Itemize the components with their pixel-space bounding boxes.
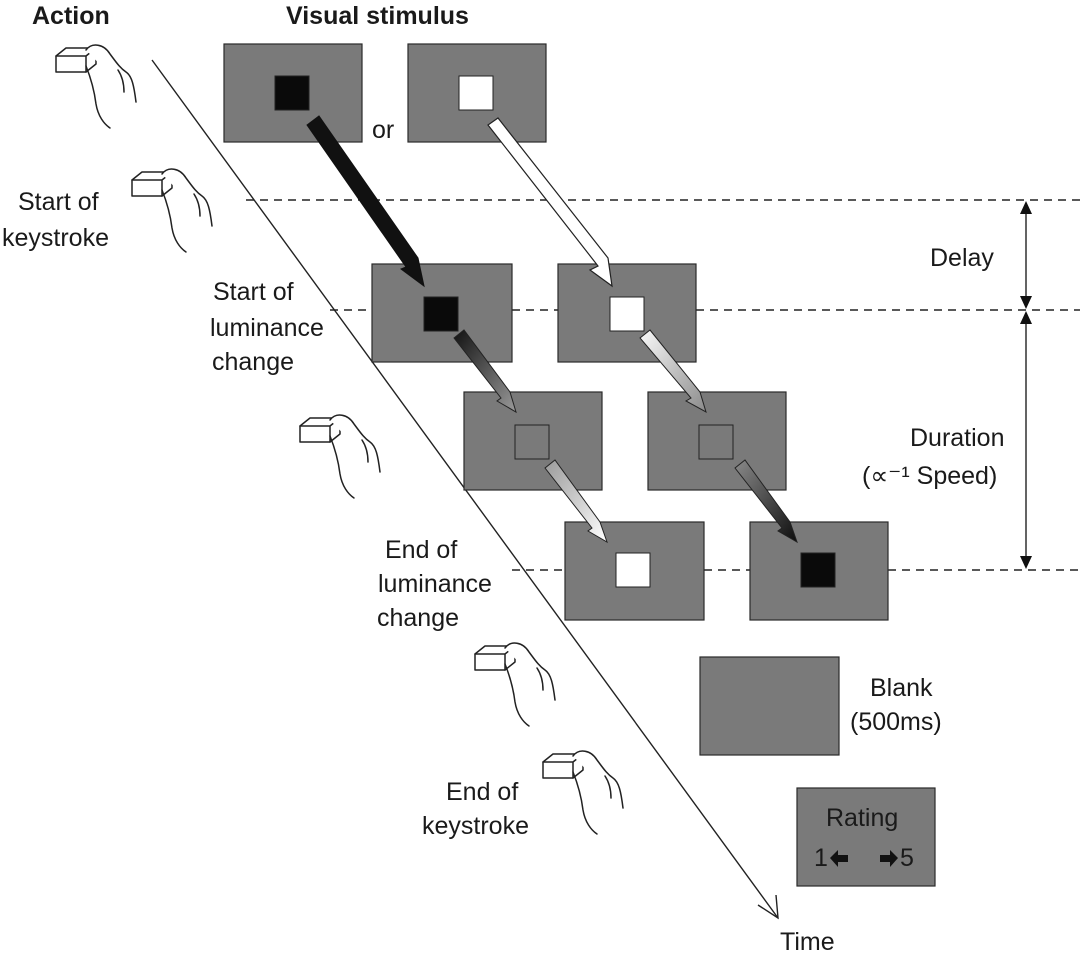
start-keystroke-label-line1: Start of xyxy=(18,188,99,216)
transition-arrow-light xyxy=(487,117,613,288)
key-press-hand-icon xyxy=(542,750,624,835)
dark-square xyxy=(423,296,459,332)
left-arrow-icon xyxy=(830,850,848,867)
end-keystroke-label-line2: keystroke xyxy=(422,812,529,840)
duration-arrow-up-icon xyxy=(1020,311,1032,324)
light-square xyxy=(615,552,651,588)
end-luminance-label-line2: luminance xyxy=(378,570,492,598)
duration-arrow-down-icon xyxy=(1020,556,1032,569)
duration-label: Duration xyxy=(910,424,1005,452)
action-header: Action xyxy=(32,2,110,30)
delay-arrow-up-icon xyxy=(1020,201,1032,214)
time-axis-arrowhead xyxy=(757,894,779,920)
rating-right-number: 5 xyxy=(900,844,914,872)
rating-left-number: 1 xyxy=(814,844,828,872)
rating-screen xyxy=(796,787,936,887)
blank-screen xyxy=(699,656,840,756)
dark-square xyxy=(800,552,836,588)
light-square xyxy=(458,75,494,111)
delay-arrow-down-icon xyxy=(1020,296,1032,309)
key-press-hand-icon xyxy=(474,642,556,727)
right-arrow-icon xyxy=(880,850,898,867)
end-luminance-label-line3: change xyxy=(377,604,459,632)
transition-arrow-gray-to-light xyxy=(544,459,608,544)
transition-arrow-gray-to-dark xyxy=(734,459,798,544)
duration-speed-label: (∝⁻¹ Speed) xyxy=(862,462,997,490)
gray-square xyxy=(514,424,550,460)
transition-arrow-dark-to-gray xyxy=(453,329,517,414)
start-luminance-label-line3: change xyxy=(212,348,294,376)
transition-arrow-light-to-gray xyxy=(639,329,707,414)
or-label: or xyxy=(372,116,394,144)
transition-arrow-dark xyxy=(306,115,425,288)
rating-title: Rating xyxy=(826,804,898,832)
blank-duration-label: (500ms) xyxy=(850,708,942,736)
gray-square xyxy=(698,424,734,460)
key-press-hand-icon xyxy=(299,414,381,499)
dark-square xyxy=(274,75,310,111)
delay-label: Delay xyxy=(930,244,994,272)
light-square xyxy=(609,296,645,332)
end-keystroke-label-line1: End of xyxy=(446,778,518,806)
start-keystroke-label-line2: keystroke xyxy=(2,224,109,252)
time-label: Time xyxy=(780,928,835,956)
blank-label: Blank xyxy=(870,674,933,702)
key-press-hand-icon xyxy=(131,168,213,253)
start-luminance-label-line1: Start of xyxy=(213,278,294,306)
visual-stimulus-header: Visual stimulus xyxy=(286,2,469,30)
key-press-hand-icon xyxy=(55,44,137,129)
end-luminance-label-line1: End of xyxy=(385,536,457,564)
start-luminance-label-line2: luminance xyxy=(210,314,324,342)
